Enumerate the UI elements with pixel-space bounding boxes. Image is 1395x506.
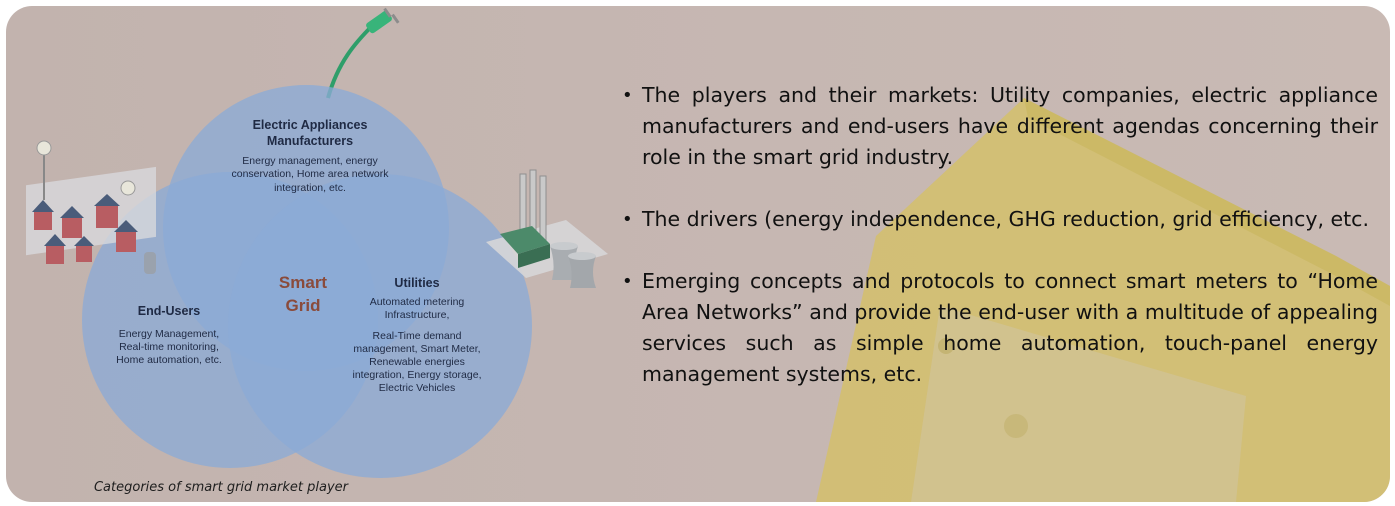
endusers-description: Energy Management, Real-time monitoring,… <box>116 327 222 366</box>
slide-panel: Electric Appliances Manufacturers Energy… <box>6 6 1390 502</box>
bullet-list: •The players and their markets: Utility … <box>622 80 1378 421</box>
appliances-description: Energy management, energy conservation, … <box>231 155 389 194</box>
endusers-title: End-Users <box>137 304 201 318</box>
utilities-title: Utilities <box>394 276 440 290</box>
endusers-label: End-Users Energy Management, Real-time m… <box>94 304 244 367</box>
bullet-item-players: •The players and their markets: Utility … <box>622 80 1378 173</box>
power-plug-icon <box>326 7 400 99</box>
bullet-dot-icon: • <box>622 271 633 292</box>
appliances-label: Electric Appliances Manufacturers Energy… <box>220 118 400 195</box>
bullet-dot-icon: • <box>622 85 633 106</box>
bullet-dot-icon: • <box>622 209 633 230</box>
smart-meter-background-image <box>816 98 1390 502</box>
appliances-title: Electric Appliances Manufacturers <box>252 118 368 148</box>
smart-grid-center-label: Smart Grid <box>278 273 328 315</box>
bullet-item-concepts: •Emerging concepts and protocols to conn… <box>622 266 1378 390</box>
utilities-label: Utilities Automated metering Infrastruct… <box>342 276 492 396</box>
venn-circle-utilities <box>228 174 532 478</box>
power-plant-icon <box>486 169 608 288</box>
diagram-caption: Categories of smart grid market player <box>93 480 349 495</box>
venn-diagram <box>26 7 608 478</box>
utilities-description: Automated metering Infrastructure, Real-… <box>352 295 482 395</box>
houses-icon <box>26 140 156 274</box>
bullet-item-drivers: •The drivers (energy independence, GHG r… <box>622 204 1378 235</box>
